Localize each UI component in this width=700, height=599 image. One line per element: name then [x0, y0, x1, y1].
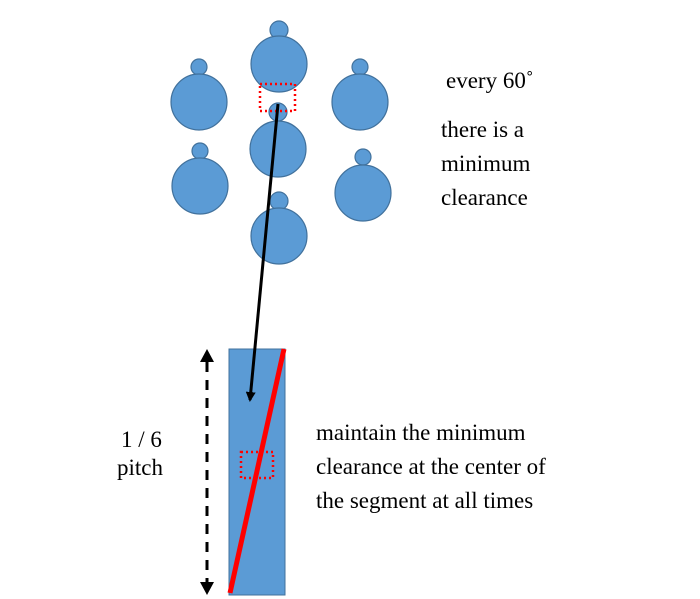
red-diagonal-line — [227, 348, 287, 594]
circle-bottom — [250, 191, 308, 265]
clearance-label-line3: clearance — [441, 185, 528, 210]
segment-note-line2: clearance at the center of — [316, 454, 546, 479]
clearance-box-segment — [239, 450, 275, 480]
clearance-box-top — [258, 82, 297, 113]
circle-cluster — [170, 20, 392, 265]
circle-top — [250, 20, 308, 93]
circle-upper-left — [170, 58, 228, 131]
circle-lower-right — [334, 148, 392, 222]
pitch-word-label: pitch — [117, 455, 163, 480]
pitch-arrow — [200, 349, 214, 595]
segment-note-line1: maintain the minimum — [316, 420, 526, 445]
segment-note-line3: the segment at all times — [316, 488, 534, 513]
pointer-arrow — [245, 103, 280, 402]
circle-lower-left — [171, 142, 229, 215]
clearance-label-line2: minimum — [441, 151, 531, 176]
clearance-label-line1: there is a — [441, 117, 525, 142]
circle-upper-right — [331, 58, 389, 131]
angle-label: every 60˚ — [446, 68, 534, 93]
pitch-fraction-label: 1 / 6 — [121, 427, 162, 452]
